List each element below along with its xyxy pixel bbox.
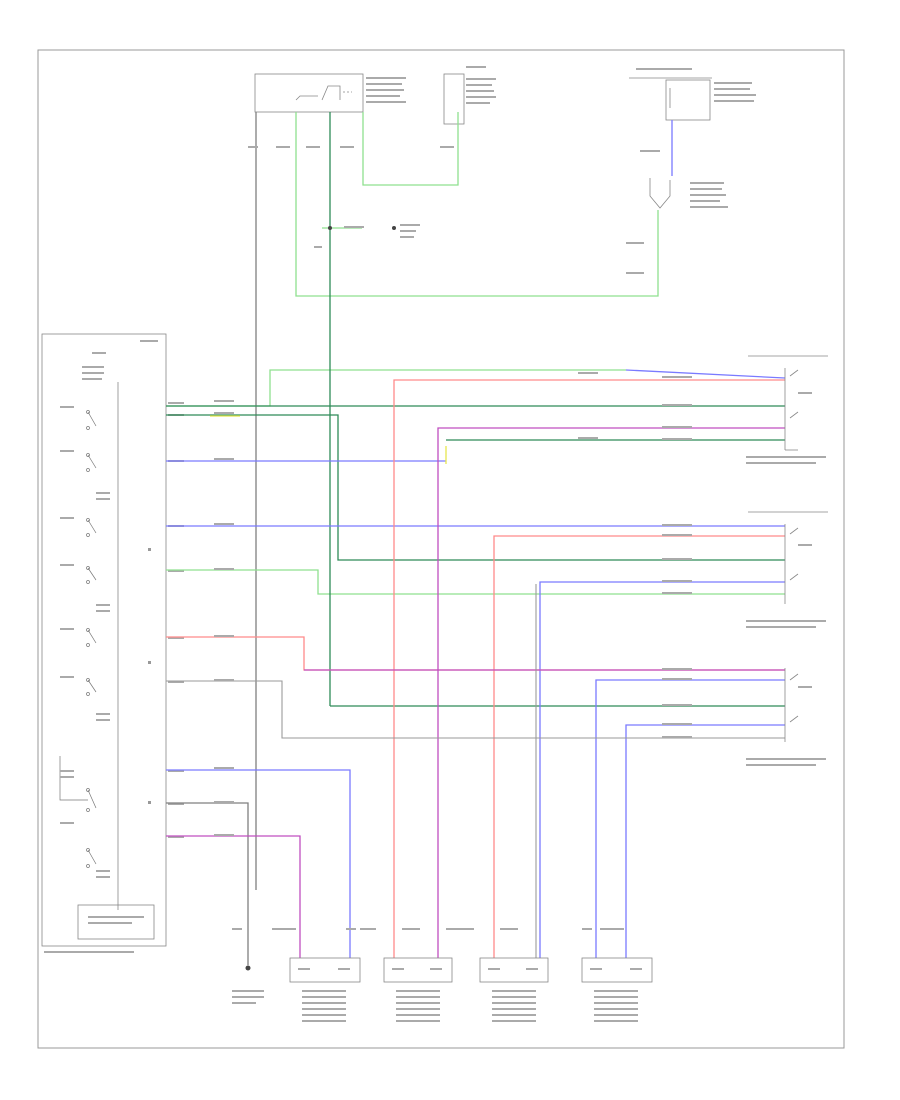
motor-labels [232, 928, 642, 1022]
splice-points [245, 226, 396, 971]
wire-yellow [210, 415, 447, 464]
door-switch-rf [784, 668, 799, 742]
right-fuse-text [636, 68, 756, 208]
wire-dark-green [166, 112, 785, 707]
wire-purple [166, 427, 785, 960]
wire-blue [166, 120, 786, 960]
master-connector-labels [168, 402, 184, 838]
fuse-relay-text [366, 66, 496, 104]
wire-gray-misc [166, 584, 785, 960]
wire-ground-black [166, 112, 257, 965]
master-switch-module [41, 333, 167, 947]
door-switch-labels [746, 392, 826, 766]
door-switch-rr [748, 511, 828, 604]
master-switch-contacts [59, 410, 97, 868]
wire-green-power [166, 112, 785, 595]
fuse-relay-block [254, 73, 465, 125]
door-switch-lr [748, 355, 828, 451]
diagram-frame [37, 49, 845, 1049]
wire-labels [214, 146, 692, 836]
master-switch-text [44, 340, 158, 953]
right-fuse-block [629, 77, 712, 209]
splice-labels [400, 224, 420, 238]
